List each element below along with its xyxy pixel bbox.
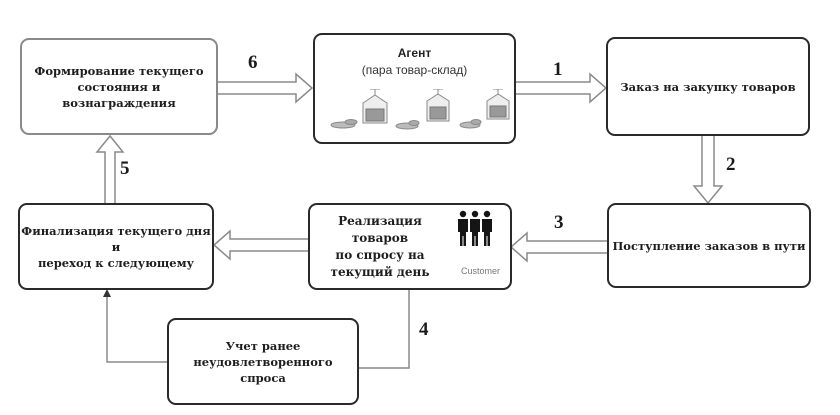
arrowhead-small [103,289,111,297]
warehouse-goods-icon [330,89,388,129]
box-sales: Реализация товаров по спросу на текущий … [308,203,512,290]
box-purchase-order-text: Заказ на закупку товаров [620,79,796,94]
box-finalize-day: Финализация текущего дня и переход к сле… [18,203,214,290]
arrow-6 [217,72,314,104]
arrow-5 [95,134,125,203]
box-sales-text: Реализация товаров по спросу на текущий … [330,213,430,279]
box-orders-in-transit: Поступление заказов в пути [607,203,811,288]
warehouse-goods-icon [459,89,510,129]
box-orders-in-transit-text: Поступление заказов в пути [612,238,806,253]
arrow-sales-to-finalize [212,229,308,261]
agent-icons [330,89,510,130]
customer-label: Customer [460,266,500,276]
arrow-2 [692,135,724,205]
step-label-1: 1 [553,59,563,80]
step-label-6: 6 [248,52,258,73]
arrow-3 [509,231,607,263]
step-label-2: 2 [726,154,736,175]
warehouse-goods-icon [395,89,450,130]
box-state-reward-text: Формирование текущего состояния и вознаг… [34,63,204,110]
people-group-icon [458,210,492,246]
box-unmet-demand: Учет ранее неудовлетворенного спроса [167,318,359,405]
connector-4 [358,289,410,369]
agent-subtitle: (пара товар-склад) [361,63,468,77]
step-label-3: 3 [554,212,564,233]
box-state-reward: Формирование текущего состояния и вознаг… [20,38,218,135]
step-label-5: 5 [120,158,130,179]
box-agent: Агент (пара товар-склад) [313,33,516,144]
connector-unmet-to-finalize [106,296,167,363]
box-finalize-day-text: Финализация текущего дня и переход к сле… [21,223,211,270]
box-unmet-demand-text: Учет ранее неудовлетворенного спроса [193,338,333,385]
step-label-4: 4 [419,319,429,340]
agent-title: Агент [397,46,432,60]
box-purchase-order: Заказ на закупку товаров [606,37,810,136]
